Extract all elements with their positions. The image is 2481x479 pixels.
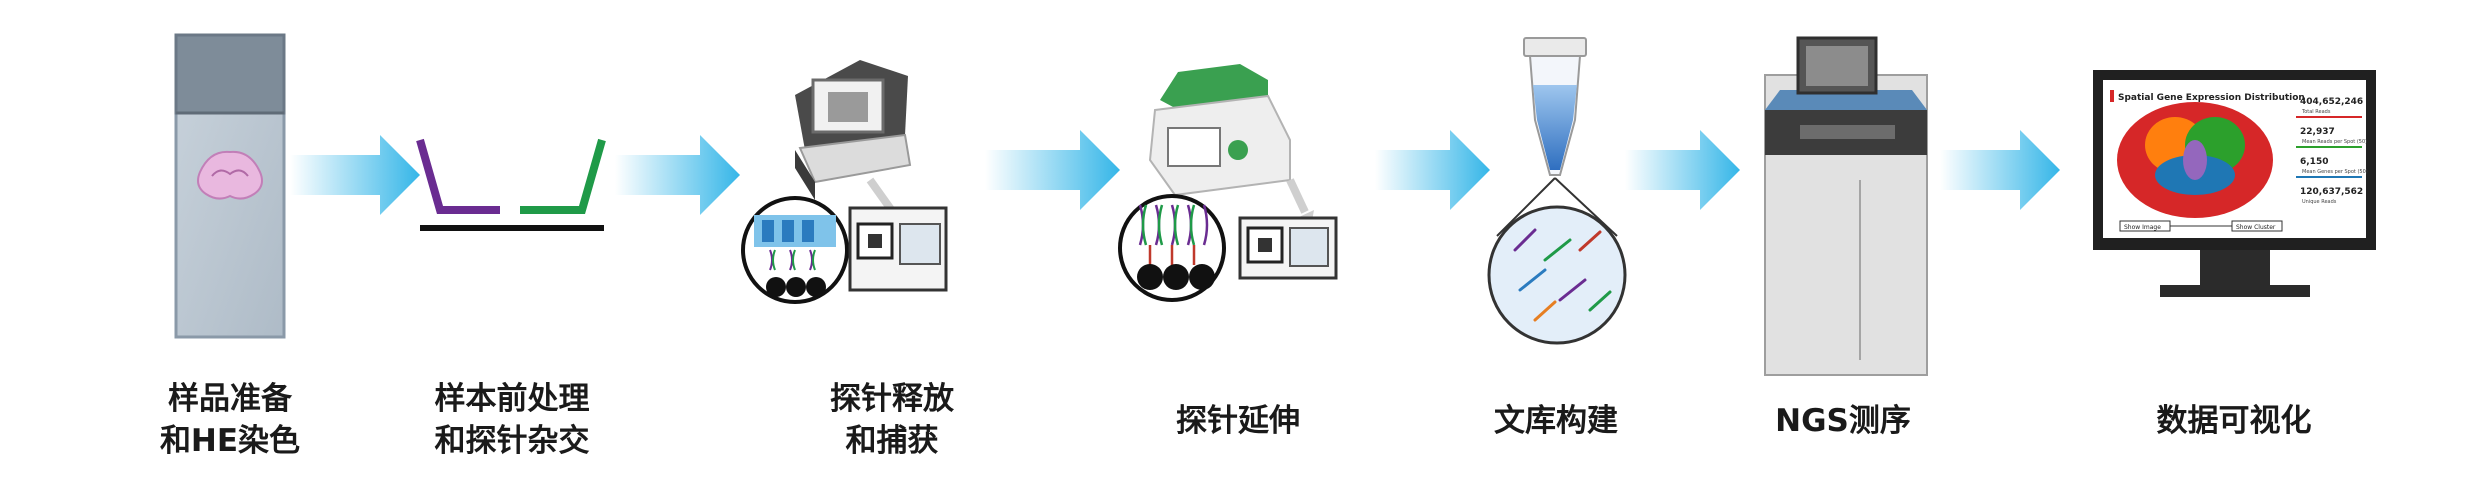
spatial-cluster-map-icon — [2117, 102, 2273, 218]
stat-value: 22,937 — [2300, 127, 2335, 137]
stat-value: 120,637,562 — [2300, 187, 2363, 197]
probe-hybridization-icon — [416, 138, 606, 231]
step-label-line: 和探针杂交 — [434, 423, 590, 459]
step-label-3: 探针释放 和捕获 — [772, 378, 1012, 462]
stats-panel: 404,652,246 Total Reads 22,937 Mean Read… — [2296, 97, 2368, 205]
stat-label: Mean Genes per Spot (50) — [2302, 169, 2368, 175]
stat-value: 6,150 — [2300, 157, 2328, 167]
stat-value: 404,652,246 — [2300, 97, 2363, 107]
ngs-sequencer-icon — [1764, 36, 1928, 376]
show-cluster-label: Show Cluster — [2236, 224, 2276, 231]
step-label-7: 数据可视化 — [2114, 400, 2354, 442]
glass-slide-icon — [174, 33, 286, 339]
step-label-line: 样本前处理 — [434, 381, 590, 417]
show-cluster-button[interactable] — [2231, 220, 2283, 232]
stat-label: Total Reads — [2301, 109, 2331, 115]
step-label-line: 文库构建 — [1494, 403, 1618, 439]
flow-arrow-4 — [1375, 130, 1490, 210]
flow-arrow-6 — [1940, 130, 2060, 210]
flow-arrow-5 — [1625, 130, 1740, 210]
step-label-line: 和捕获 — [845, 423, 939, 459]
monitor-title: Spatial Gene Expression Distribution — [2118, 93, 2305, 103]
step-label-1: 样品准备 和HE染色 — [110, 378, 350, 462]
show-image-label: Show Image — [2124, 224, 2161, 231]
release-capture-instrument-icon — [795, 60, 912, 235]
thermocycler-icon — [1148, 64, 1314, 232]
stat-label: Mean Reads per Spot (50) — [2302, 139, 2367, 145]
step-label-line: 和HE染色 — [159, 423, 301, 459]
step-label-line: 探针释放 — [830, 381, 954, 417]
purple-probe-icon — [416, 138, 500, 214]
flow-arrow-3 — [985, 130, 1120, 210]
step-label-line: 数据可视化 — [2156, 403, 2312, 439]
green-probe-icon — [520, 138, 606, 214]
magnified-probe-release-icon — [741, 196, 948, 304]
magnified-probe-extension-icon — [1118, 194, 1338, 302]
magnifier-lens-icon — [1487, 177, 1627, 345]
step-label-line: NGS测序 — [1775, 403, 1911, 439]
step-label-5: 文库构建 — [1436, 400, 1676, 442]
library-tube-icon — [1523, 37, 1587, 176]
step-label-6: NGS测序 — [1723, 400, 1963, 442]
flow-arrow-2 — [615, 135, 740, 215]
stat-label: Unique Reads — [2302, 199, 2337, 205]
step-label-4: 探针延伸 — [1118, 400, 1358, 442]
visualization-monitor-icon: Spatial Gene Expression Distribution Sho… — [2093, 70, 2376, 297]
step-label-line: 探针延伸 — [1176, 403, 1300, 439]
step-label-line: 样品准备 — [168, 381, 292, 417]
flow-arrow-1 — [290, 135, 420, 215]
step-label-2: 样本前处理 和探针杂交 — [392, 378, 632, 462]
